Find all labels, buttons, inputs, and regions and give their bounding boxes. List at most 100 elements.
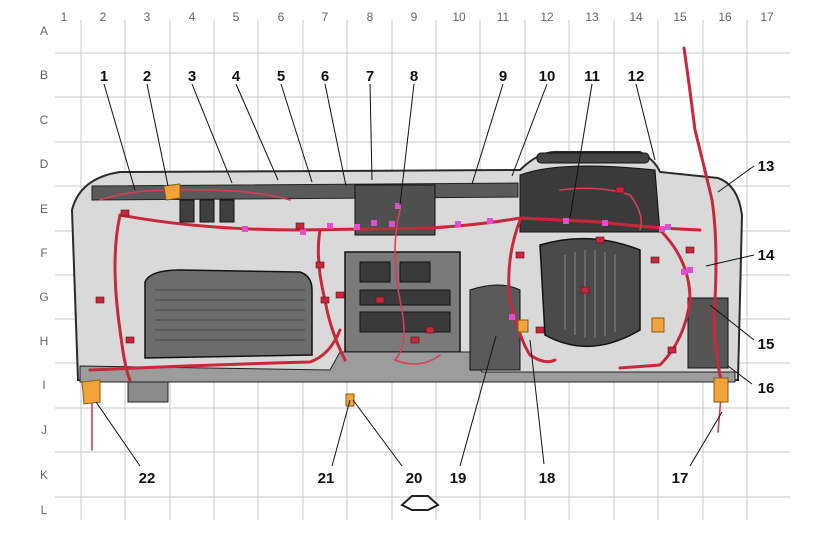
callout-leader-line	[511, 83, 548, 177]
wiring-harness	[88, 46, 724, 451]
center-tunnel	[469, 284, 521, 371]
callout-leader-line	[529, 339, 545, 465]
callout-label: 1	[100, 68, 108, 85]
harness-connector	[685, 246, 695, 254]
right-end-orange-module	[713, 377, 729, 403]
callout-leader-line	[569, 83, 593, 219]
callout-leader-line	[369, 83, 373, 181]
harness-connector	[535, 326, 545, 334]
harness-connector	[320, 296, 330, 304]
glove-box	[144, 269, 313, 359]
harness-connector	[120, 209, 130, 217]
main-trunk-harness	[118, 213, 702, 232]
callout-label: 13	[758, 158, 775, 175]
connector-marker	[563, 218, 569, 224]
glove-box-ribs	[155, 289, 305, 341]
view-direction-arrow-icon	[400, 495, 440, 511]
grid-column-label: 2	[100, 10, 107, 24]
callout-label: 20	[406, 470, 423, 487]
grid-column-label: 5	[233, 10, 240, 24]
grid-column-label: 10	[452, 10, 466, 24]
callout-leader-line	[471, 83, 504, 185]
cluster-bezel	[519, 165, 661, 233]
connector-marker	[509, 314, 515, 320]
speaker-grille	[687, 297, 729, 369]
connector-marker	[659, 226, 665, 232]
harness-connector	[667, 346, 677, 354]
callout-label: 19	[450, 470, 467, 487]
callout-label: 7	[366, 68, 374, 85]
connectors	[95, 186, 695, 354]
callout-label: 2	[143, 68, 151, 85]
callout-label: 21	[318, 470, 335, 487]
leader-lines	[95, 83, 755, 467]
harness-connector	[615, 186, 625, 194]
harness-connector	[580, 286, 590, 294]
grid-column-label: 6	[278, 10, 285, 24]
callout-label: 11	[584, 68, 600, 85]
grid-row-label: E	[40, 202, 48, 216]
callout-leader-line	[191, 83, 233, 184]
callout-label: 3	[188, 68, 196, 85]
steering-column-opening	[539, 237, 641, 348]
connector-marker	[665, 224, 671, 230]
left-end-orange-module	[81, 379, 101, 405]
callout-label: 4	[232, 68, 241, 85]
connector-marker	[300, 229, 306, 235]
harness-connector	[595, 236, 605, 244]
callout-leader-line	[727, 365, 753, 385]
callout-leader-line	[352, 399, 403, 467]
harness-connector	[650, 256, 660, 264]
connector-marker	[395, 203, 401, 209]
harness-connector	[295, 222, 305, 230]
callout-leader-line	[635, 83, 656, 161]
grid-row-label: F	[40, 246, 47, 260]
callout-label: 5	[277, 68, 285, 85]
harness-connector	[375, 296, 385, 304]
callout-label: 6	[321, 68, 329, 85]
callout-label: 18	[539, 470, 556, 487]
callout-leader-line	[717, 165, 755, 193]
upper-left-orange-module	[163, 183, 181, 201]
harness-connector	[425, 326, 435, 334]
callout-leader-line	[331, 399, 351, 467]
callout-leader-line	[324, 83, 347, 187]
grid-column-label: 12	[540, 10, 554, 24]
right-lower-harness	[618, 228, 692, 370]
callout-label: 9	[499, 68, 507, 85]
grid-column-label: 15	[673, 10, 687, 24]
grid-column-label: 7	[322, 10, 329, 24]
left-vents	[179, 199, 235, 223]
connector-marker	[687, 267, 693, 273]
panel-top-ledge	[91, 182, 519, 201]
grid-row-label: J	[41, 423, 47, 437]
callout-label: 15	[758, 336, 775, 353]
callout-label: 16	[758, 380, 775, 397]
grid-row-label: B	[40, 68, 48, 82]
harness-connector	[515, 251, 525, 259]
callout-label: 17	[672, 470, 689, 487]
connector-marker	[602, 220, 608, 226]
callout-leader-line	[459, 335, 497, 467]
callout-leader-line	[103, 83, 136, 191]
defroster-vent	[536, 152, 650, 164]
grid-row-label: A	[40, 24, 48, 38]
grid-row-label: H	[40, 334, 49, 348]
grid-column-label: 17	[760, 10, 774, 24]
harness-connector	[335, 291, 345, 299]
grid-row-label: D	[40, 157, 49, 171]
grid-column-label: 16	[718, 10, 732, 24]
lower-cross-harness	[88, 328, 342, 372]
harness-connector	[125, 336, 135, 344]
right-riser-harness	[682, 46, 724, 387]
callout-leader-line	[235, 83, 279, 181]
harness-connector	[410, 336, 420, 344]
callout-leader-line	[399, 83, 415, 206]
connector-marker	[487, 218, 493, 224]
grid-column-label: 1	[61, 10, 68, 24]
